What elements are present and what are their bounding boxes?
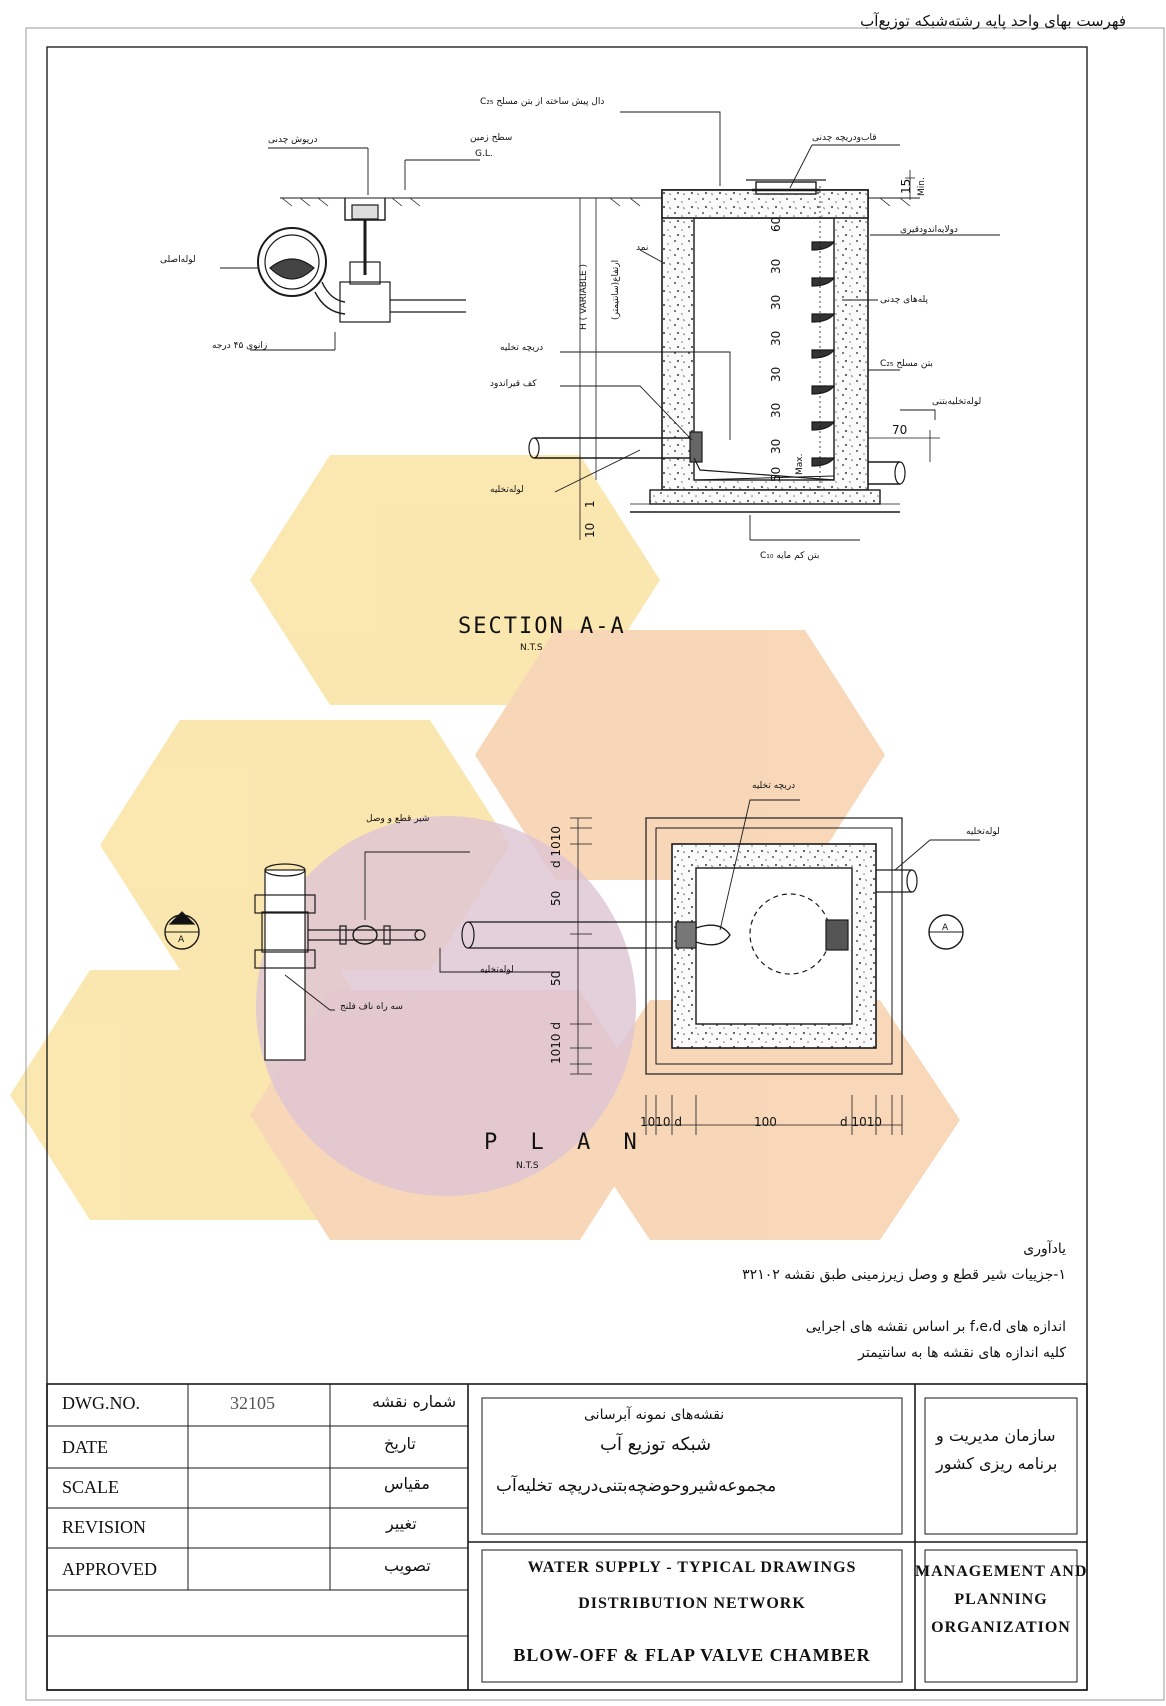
label-tee: سه راه ناف فلنج <box>340 1002 403 1012</box>
plan-scale-note: N.T.S <box>516 1161 539 1171</box>
plan-vdim-mid1: 50 <box>549 890 563 906</box>
label-min: Min. <box>917 177 927 196</box>
notes-heading: یادآوری <box>1023 1241 1066 1257</box>
watermark-logo <box>10 455 960 1240</box>
tb-fa-revision: تغییر <box>386 1514 417 1533</box>
dim-30-d: 30 <box>769 366 783 382</box>
label-asphalt-floor: کف قیراندود <box>490 379 537 389</box>
tb-fa-approved: تصویب <box>384 1556 431 1575</box>
tb-fa-dwg-no: شماره نقشه <box>372 1392 457 1411</box>
plan-vdim-bot: 1010 d <box>549 1022 563 1064</box>
plan-view <box>164 799 980 1135</box>
dim-10: 10 <box>583 522 597 538</box>
label-gl: G.L. <box>475 149 493 159</box>
dim-top: 15 <box>899 178 913 194</box>
plan-title: P L A N <box>484 1130 647 1155</box>
plan-hdim-center: 100 <box>754 1115 777 1129</box>
notes-line-1: ۱-جزییات شیر قطع و وصل زیرزمینی طبق نقشه… <box>742 1267 1066 1283</box>
label-elbow-45: زانوی ۴۵ درجه <box>212 341 268 351</box>
label-ground-surface: سطح زمین <box>470 133 513 143</box>
label-drain-flap-plan: دریچه تخلیه <box>752 781 796 791</box>
plan-vdim-top: d 1010 <box>549 826 563 868</box>
tb-fa-date: تاریخ <box>384 1434 416 1453</box>
section-marker-left: A <box>178 935 185 945</box>
dim-30-c: 30 <box>769 330 783 346</box>
tb-org-fa-2: برنامه ریزی کشور <box>936 1454 1058 1473</box>
label-reinforced-concrete: بتن مسلح C₂₅ <box>880 359 933 369</box>
label-lean-concrete: بتن کم مایه C₁₀ <box>760 551 820 561</box>
tb-org-en-2: PLANNING <box>954 1591 1048 1608</box>
label-concrete-drain-pipe: لوله‌تخلیه‌بتنی <box>932 397 982 407</box>
tb-org-en-3: ORGANIZATION <box>931 1619 1071 1636</box>
notes-line-3: کلیه اندازه های نقشه ها به سانتیمتر <box>858 1345 1066 1361</box>
tb-value-dwg-no: 32105 <box>230 1393 275 1413</box>
dim-1: 1 <box>583 500 597 508</box>
label-cast-iron-cover: درپوش چدنی <box>268 135 318 145</box>
dim-70: 70 <box>892 423 908 437</box>
tb-fa-scale: مقیاس <box>384 1474 430 1493</box>
label-precast-slab: دال پیش ساخته از بتن مسلح C₂₅ <box>480 97 605 107</box>
cast-iron-steps <box>811 241 836 467</box>
dim-30-e: 30 <box>769 402 783 418</box>
tb-en-line-1: WATER SUPPLY - TYPICAL DRAWINGS <box>527 1559 857 1576</box>
label-h-variable: H ( VARIABLE ) <box>579 263 589 330</box>
tb-label-revision: REVISION <box>62 1517 146 1537</box>
tb-label-approved: APPROVED <box>62 1559 158 1579</box>
label-felt: نمد <box>636 243 649 253</box>
plan-vdim-mid2: 50 <box>549 970 563 986</box>
dim-50: 50 <box>769 466 783 482</box>
section-scale-note: N.T.S <box>520 643 543 653</box>
label-max: Max. <box>795 453 805 475</box>
label-bitumen-layer: دولایه‌اندودقیری <box>900 225 958 235</box>
notes-line-2: اندازه های f،e،d بر اساس نقشه های اجرایی <box>805 1319 1066 1335</box>
tb-label-date: DATE <box>62 1437 108 1457</box>
label-main-pipe: لوله‌اصلی <box>160 255 196 265</box>
tb-fa-line-3: مجموعه‌شیروحوضچه‌بتنی‌دریچه تخلیه‌آب <box>496 1476 777 1496</box>
dim-30-a: 30 <box>769 258 783 274</box>
label-height-cm: ارتفاع(سانتیمتر) <box>611 259 621 320</box>
tb-label-scale: SCALE <box>62 1477 120 1497</box>
sheet-header-title: فهرست بهای واحد پایه رشته‌شبکه توزیع‌آب <box>860 12 1126 30</box>
tb-en-line-3: BLOW-OFF & FLAP VALVE CHAMBER <box>513 1645 871 1665</box>
dim-30-f: 30 <box>769 438 783 454</box>
tb-fa-line-2: شبکه توزیع آب <box>600 1434 712 1455</box>
dim-60: 60 <box>769 216 783 232</box>
plan-hdim-left: 1010 d <box>640 1115 682 1129</box>
tb-label-dwg-no: DWG.NO. <box>62 1393 140 1413</box>
label-gate-valve: شیر قطع و وصل <box>366 814 430 824</box>
dim-30-b: 30 <box>769 294 783 310</box>
label-drain-flap: دریچه تخلیه <box>500 343 544 353</box>
section-marker-right: A <box>942 923 949 933</box>
plan-hdim-right: d 1010 <box>840 1115 882 1129</box>
label-drain-pipe-outlet: لوله‌تخلیه <box>966 827 1000 837</box>
label-frame-and-cover: قاب‌ودریچه چدنی <box>812 133 877 143</box>
label-drain-pipe-plan: لوله‌تخلیه <box>480 965 514 975</box>
title-block <box>46 1383 1088 1691</box>
tb-fa-line-1: نقشه‌های نمونه آبرسانی <box>584 1407 725 1423</box>
section-title: SECTION A-A <box>458 614 626 639</box>
label-drain-pipe-section: لوله‌تخلیه <box>490 485 524 495</box>
label-cast-iron-steps: پله‌های چدنی <box>880 295 928 305</box>
tb-org-fa-1: سازمان مدیریت و <box>936 1426 1056 1445</box>
tb-org-en-1: MANAGEMENT AND <box>915 1563 1088 1580</box>
section-a-a <box>220 111 1000 541</box>
tb-en-line-2: DISTRIBUTION NETWORK <box>578 1595 806 1612</box>
